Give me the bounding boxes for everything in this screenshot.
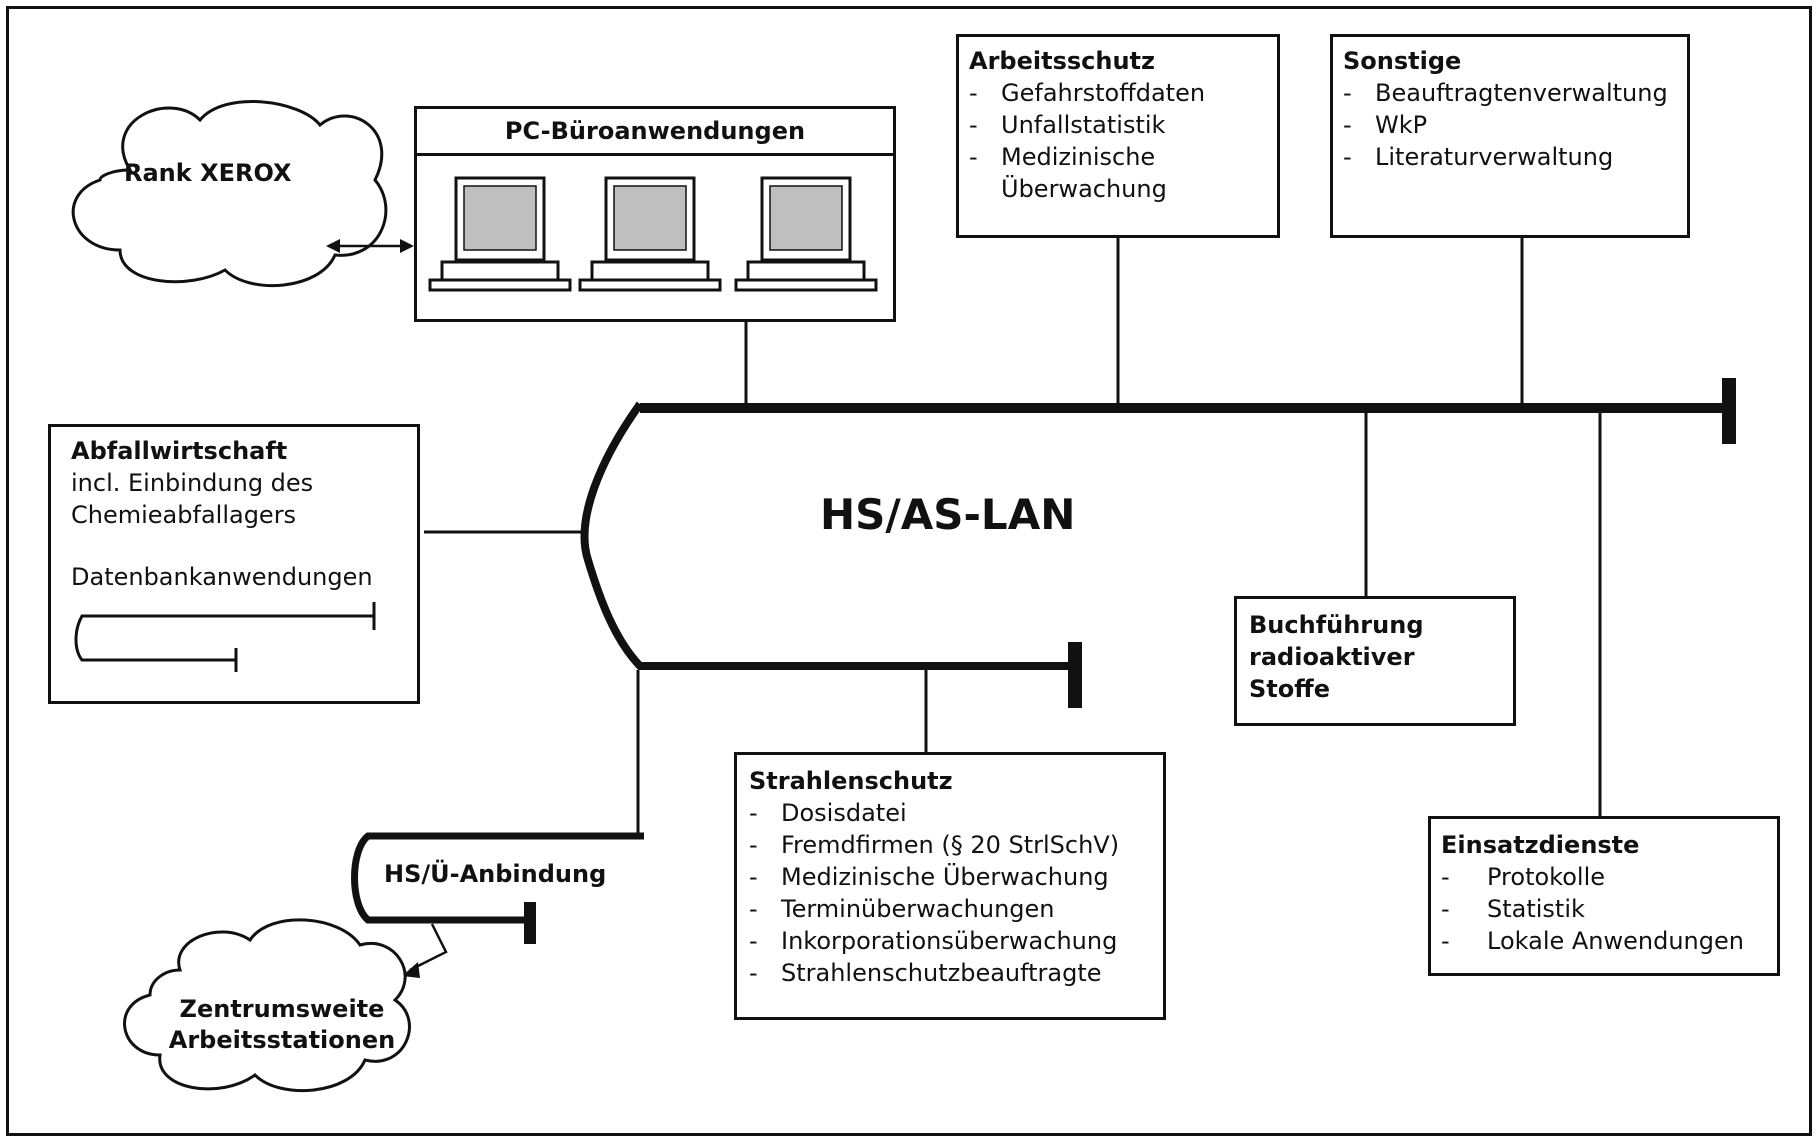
sonstige-box: Sonstige -Beauftragtenverwaltung -WkP -L… [1330,34,1690,238]
list-item: -Protokolle [1441,863,1605,891]
sonstige-title: Sonstige [1343,47,1462,75]
buchfuehrung-box: Buchführung radioaktiver Stoffe [1234,596,1516,726]
rank-xerox-label: Rank XEROX [124,159,292,187]
list-item: -Statistik [1441,895,1585,923]
arbeitsschutz-title: Arbeitsschutz [969,47,1155,75]
einsatzdienste-title: Einsatzdienste [1441,831,1640,859]
abfall-box: Abfallwirtschaft incl. Einbindung des Ch… [48,424,420,704]
backbone-terminator [1722,378,1736,444]
pc-icon-1 [428,176,572,292]
list-item: Überwachung [1001,175,1167,203]
hsu-label: HS/Ü-Anbindung [384,860,607,888]
database-label: Datenbankanwendungen [71,563,373,591]
arrowhead-right [400,239,414,253]
list-item: -Literaturverwaltung [1343,143,1614,171]
strahlenschutz-box: Strahlenschutz -Dosisdatei -Fremdfirmen … [734,752,1166,1020]
hsu-terminator [524,902,536,944]
pc-office-box: PC-Büroanwendungen [414,106,896,322]
list-item: -Medizinische Überwachung [749,863,1109,891]
arrowhead-left [326,239,340,253]
buchfuehrung-line: radioaktiver Stoffe [1249,643,1415,703]
abfall-title: Abfallwirtschaft [71,437,288,465]
abfall-line: incl. Einbindung des [71,469,314,497]
einsatzdienste-box: Einsatzdienste -Protokolle -Statistik -L… [1428,816,1780,976]
pc-icon-3 [734,176,878,292]
arbeitsschutz-box: Arbeitsschutz -Gefahrstoffdaten -Unfalls… [956,34,1280,238]
strahlenschutz-title: Strahlenschutz [749,767,953,795]
pc-office-title: PC-Büroanwendungen [417,109,893,156]
list-item: -Gefahrstoffdaten [969,79,1206,107]
database-line-1 [74,614,374,662]
list-item: -Beauftragtenverwaltung [1343,79,1668,107]
list-item: -Medizinische [969,143,1156,171]
hsu-link [351,832,644,924]
list-item: -Fremdfirmen (§ 20 StrlSchV) [749,831,1120,859]
buchfuehrung-line: Buchführung [1249,611,1424,639]
zentrum-label: Zentrumsweite Arbeitsstationen [168,995,396,1054]
list-item: -Lokale Anwendungen [1441,927,1744,955]
lan-curved-branch [580,401,1080,670]
lower-branch-terminator [1068,642,1082,708]
list-item: -Inkorporationsüberwachung [749,927,1118,955]
pc-icon-2 [578,176,722,292]
list-item: -WkP [1343,111,1428,139]
list-item: -Terminüberwachungen [749,895,1055,923]
hsu-to-zentrum-arrow [409,923,448,972]
zentrum-cloud [123,918,411,1093]
list-item: -Strahlenschutzbeauftragte [749,959,1102,987]
list-item: -Unfallstatistik [969,111,1166,139]
list-item: -Dosisdatei [749,799,907,827]
abfall-line: Chemieabfallagers [71,501,297,529]
rank-xerox-cloud [71,100,388,288]
lan-title: HS/AS-LAN [820,490,1076,539]
